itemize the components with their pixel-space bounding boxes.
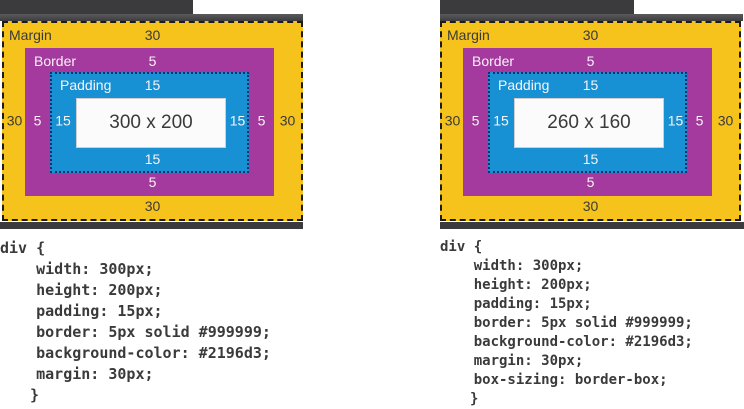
padding-value-left: 15	[55, 112, 71, 129]
border-value-right: 5	[695, 112, 704, 129]
code-line: }	[470, 391, 479, 407]
code-line: div {	[440, 239, 483, 255]
padding-value-right: 15	[229, 112, 246, 129]
dark-bottom-strip	[440, 222, 744, 229]
padding-value-bottom: 15	[582, 151, 599, 167]
border-value-left: 5	[33, 112, 42, 129]
margin-value-right: 30	[717, 112, 734, 129]
content-box: 260 x 160	[514, 98, 664, 148]
border-value-top: 5	[148, 53, 157, 69]
dark-tab-bar	[0, 0, 193, 14]
code-line: width: 300px;	[0, 260, 154, 278]
code-line: padding: 15px;	[0, 302, 163, 320]
margin-label: Margin	[9, 27, 52, 43]
border-value-left: 5	[471, 112, 480, 129]
padding-label: Padding	[60, 77, 112, 93]
code-line: }	[30, 386, 40, 404]
content-size-label: 260 x 160	[547, 112, 631, 133]
border-box-panel: 260 x 160 Margin Border Padding 30 5 15 …	[440, 0, 744, 409]
dark-band	[440, 14, 743, 21]
code-line: border: 5px solid #999999;	[440, 315, 693, 331]
code-line: margin: 30px;	[440, 353, 584, 369]
code-line: height: 200px;	[0, 281, 163, 299]
code-line: width: 300px;	[440, 258, 584, 274]
border-value-right: 5	[257, 112, 266, 129]
margin-value-left: 30	[444, 112, 461, 129]
border-value-bottom: 5	[148, 174, 157, 190]
css-code-block: div { width: 300px; height: 200px; paddi…	[440, 238, 693, 409]
padding-value-top: 15	[582, 77, 599, 93]
padding-value-bottom: 15	[144, 151, 161, 167]
code-line: border: 5px solid #999999;	[0, 323, 271, 341]
dark-tab-bar	[440, 0, 634, 14]
margin-value-bottom: 30	[144, 198, 161, 214]
box-model-diagram: 300 x 200 Margin Border Padding 30 5 15 …	[2, 21, 303, 221]
code-line: div {	[0, 239, 46, 257]
content-box-panel: 300 x 200 Margin Border Padding 30 5 15 …	[0, 0, 304, 409]
padding-value-top: 15	[144, 77, 161, 93]
code-line: box-sizing: border-box;	[440, 372, 668, 388]
code-line: background-color: #2196d3;	[0, 344, 271, 362]
padding-value-right: 15	[667, 112, 684, 129]
border-label: Border	[34, 53, 77, 69]
code-line: margin: 30px;	[0, 365, 154, 383]
css-code-block: div { width: 300px; height: 200px; paddi…	[0, 238, 271, 406]
border-value-bottom: 5	[586, 174, 595, 190]
margin-value-right: 30	[279, 112, 296, 129]
margin-value-left: 30	[6, 112, 23, 129]
content-box: 300 x 200	[76, 98, 226, 148]
code-line: padding: 15px;	[440, 296, 592, 312]
content-size-label: 300 x 200	[109, 112, 193, 133]
margin-value-top: 30	[144, 27, 161, 43]
dark-band	[0, 14, 303, 21]
dark-bottom-strip	[0, 222, 303, 229]
border-label: Border	[472, 53, 515, 69]
padding-label: Padding	[498, 77, 550, 93]
padding-value-left: 15	[493, 112, 509, 129]
box-model-diagram: 260 x 160 Margin Border Padding 30 5 15 …	[440, 21, 741, 221]
code-line: background-color: #2196d3;	[440, 334, 693, 350]
code-line: height: 200px;	[440, 277, 592, 293]
margin-label: Margin	[447, 27, 490, 43]
margin-value-bottom: 30	[582, 198, 599, 214]
margin-value-top: 30	[582, 27, 599, 43]
border-value-top: 5	[586, 53, 595, 69]
